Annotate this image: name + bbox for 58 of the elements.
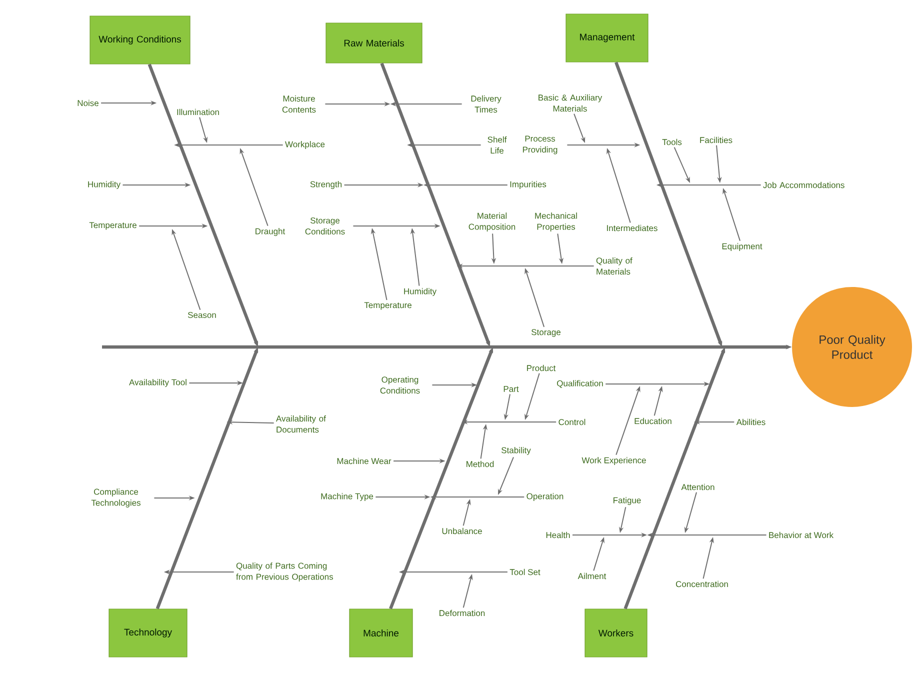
cause-label: Quality of Materials <box>596 257 632 275</box>
category-box: Working Conditions <box>90 16 190 64</box>
cause-label: Health <box>546 532 570 538</box>
sub-cause-label: Stability <box>502 447 531 455</box>
cause-label: Moisture Contents <box>282 95 316 113</box>
category-box: Technology <box>108 608 188 658</box>
cause-label: Impurities <box>510 181 546 189</box>
sub-cause-label: Facilities <box>700 136 732 144</box>
category-box: Raw Materials <box>326 22 422 64</box>
sub-cause-label: Fatigue <box>614 497 641 505</box>
sub-cause-label: Mechanical Properties <box>535 212 577 232</box>
sub-cause-label: Product <box>527 364 556 372</box>
sub-cause-label: Intermediates <box>607 224 658 232</box>
cause-label: Job Accommodations <box>763 182 844 188</box>
sub-cause-label: Basic & Auxiliary Materials <box>538 94 602 112</box>
cause-label: Shelf Life <box>488 136 507 154</box>
sub-cause-label: Temperature <box>364 302 412 310</box>
sub-cause-label: Storage <box>532 329 560 337</box>
cause-label: Availability Tool <box>129 379 186 387</box>
cause-label: Workplace <box>285 141 325 149</box>
sub-cause-label: Equipment <box>722 243 762 251</box>
cause-label: Operation <box>526 493 564 501</box>
category-box: Workers <box>584 608 648 658</box>
sub-cause-label: Tools <box>662 138 682 146</box>
sub-cause-label: Unbalance <box>442 528 482 534</box>
sub-cause-label: Method <box>466 460 494 468</box>
category-box: Management <box>566 14 648 62</box>
cause-label: Strength <box>310 181 342 189</box>
sub-cause-label: Humidity <box>404 288 437 296</box>
sub-cause-label: Material Composition <box>468 212 516 232</box>
sub-cause-label: Attention <box>681 484 714 490</box>
cause-label: Tool Set <box>510 568 540 576</box>
sub-cause-label: Ailment <box>578 572 606 580</box>
sub-cause-label: Work Experience <box>582 457 646 465</box>
cause-label: Availability of Documents <box>276 415 326 433</box>
cause-label: Qualification <box>557 380 603 388</box>
cause-label: Machine Type <box>321 493 374 501</box>
category-box: Machine <box>349 608 413 658</box>
sub-cause-label: Deformation <box>440 610 485 616</box>
cause-label: Control <box>558 418 586 426</box>
sub-cause-label: Education <box>634 418 672 424</box>
cause-label: Humidity <box>88 181 121 189</box>
cause-label: Delivery Times <box>471 95 502 113</box>
sub-cause-label: Draught <box>256 228 286 236</box>
cause-label: Compliance Technologies <box>91 488 140 508</box>
sub-cause-label: Illumination <box>177 108 219 116</box>
cause-label: Process Providing <box>522 136 558 154</box>
sub-cause-label: Concentration <box>676 580 728 588</box>
cause-label: Behavior at Work <box>769 532 834 538</box>
sub-cause-label: Season <box>188 312 216 318</box>
cause-label: Operating Conditions <box>380 376 420 394</box>
sub-cause-label: Part <box>504 386 519 392</box>
cause-label: Abilities <box>736 418 766 426</box>
cause-label: Machine Wear <box>337 458 392 464</box>
cause-label: Temperature <box>89 222 136 230</box>
cause-label: Quality of Parts Coming from Previous Operations <box>236 562 333 582</box>
cause-label: Noise <box>78 100 98 106</box>
cause-label: Storage Conditions <box>305 218 345 234</box>
